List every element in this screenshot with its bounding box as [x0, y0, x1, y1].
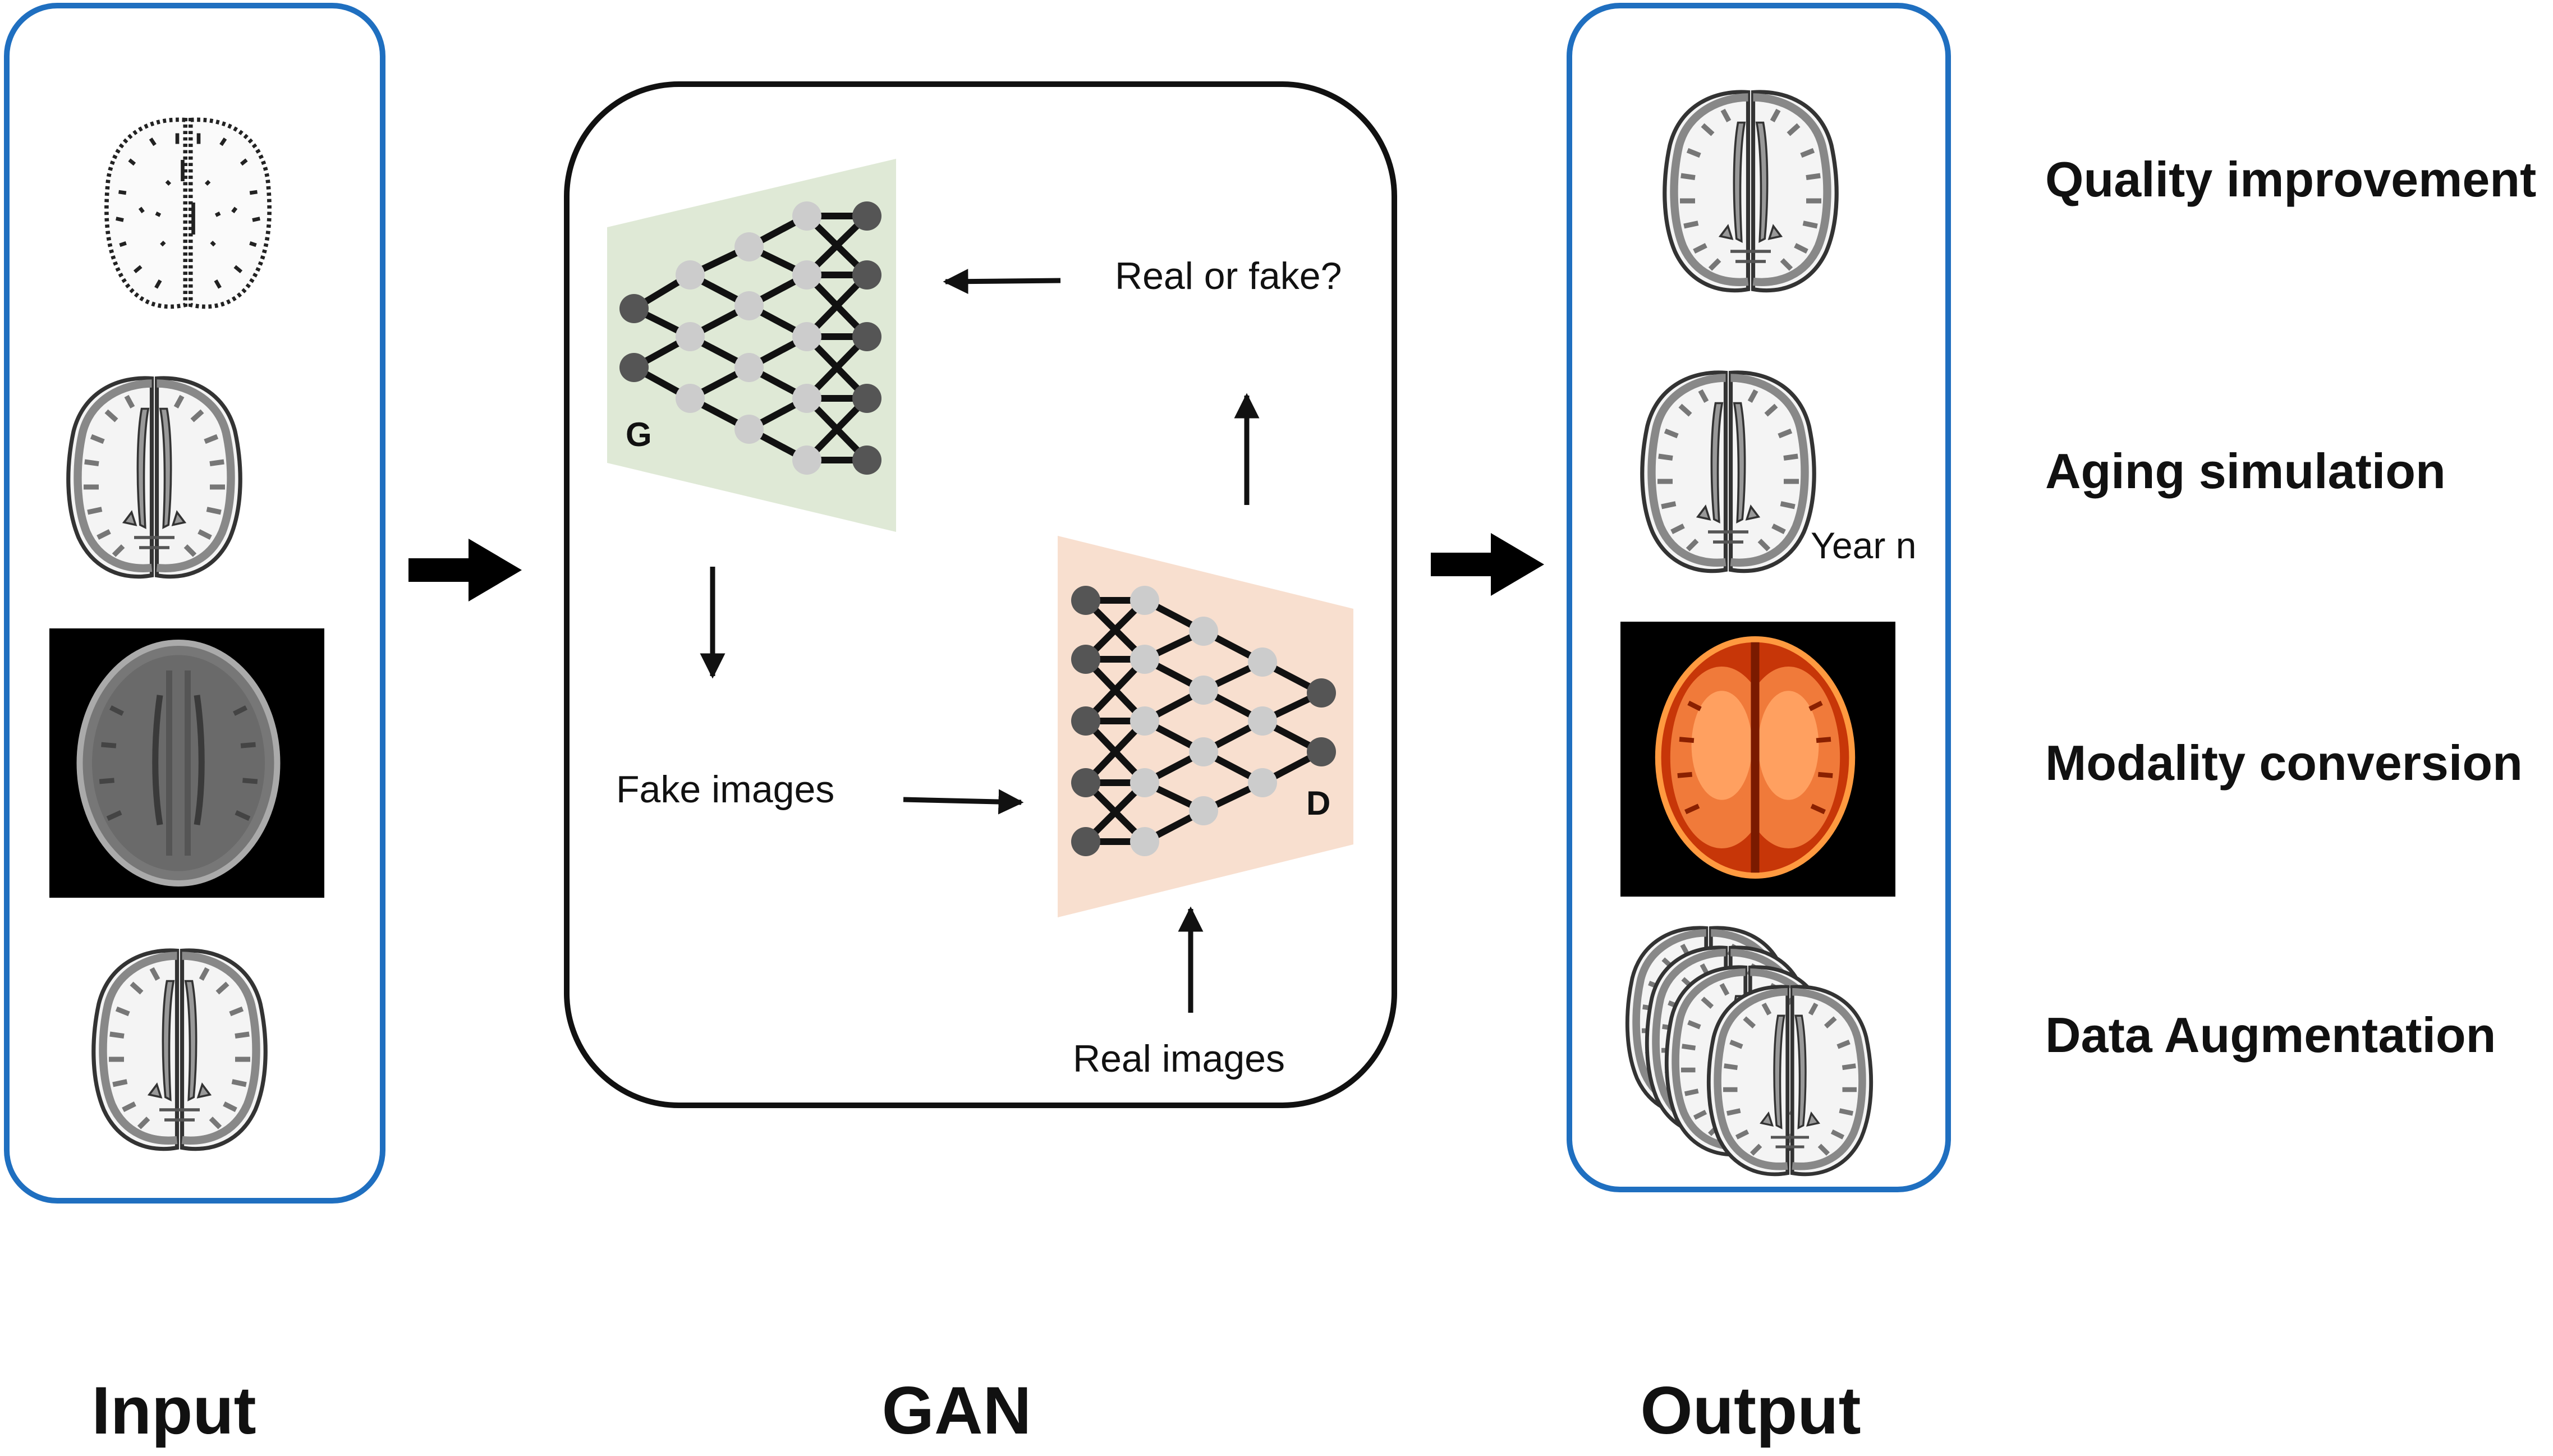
- discriminator-node: [1307, 678, 1336, 708]
- discriminator-node: [1248, 647, 1277, 677]
- generator-node: [852, 384, 881, 413]
- generator-node: [852, 260, 881, 290]
- year-label: Year n: [1811, 525, 1916, 566]
- application-modality: Modality conversion: [2045, 735, 2523, 791]
- fake-images-arrow: [903, 789, 1024, 815]
- application-aging: Aging simulation: [2045, 443, 2446, 499]
- discriminator-node: [1130, 706, 1159, 736]
- generator-node: [792, 445, 821, 475]
- generator-node: [734, 232, 764, 261]
- gan-caption: GAN: [882, 1373, 1032, 1448]
- generator-node: [619, 294, 649, 323]
- discriminator-node: [1071, 645, 1100, 674]
- input-brain-noisy: [107, 120, 269, 306]
- generator-node: [852, 445, 881, 475]
- discriminator-node: [1071, 706, 1100, 736]
- discriminator-node: [1130, 768, 1159, 797]
- real-or-fake-label: Real or fake?: [1115, 255, 1342, 297]
- real-images-label: Real images: [1073, 1037, 1285, 1080]
- generator-node: [792, 260, 821, 290]
- discriminator-node: [1130, 586, 1159, 615]
- generator-network: G: [607, 159, 896, 532]
- generator-node: [734, 291, 764, 320]
- discriminator-node: [1189, 737, 1218, 766]
- output-caption: Output: [1640, 1373, 1861, 1448]
- generator-node: [676, 322, 705, 351]
- discriminator-node: [1071, 586, 1100, 615]
- generator-node: [619, 353, 649, 382]
- discriminator-node: [1189, 676, 1218, 705]
- input-brain-outline-2: [94, 950, 265, 1149]
- output-brain-quality: [1665, 92, 1836, 291]
- discriminator-node: [1248, 768, 1277, 797]
- input-caption: Input: [91, 1373, 256, 1448]
- generator-node: [792, 322, 821, 351]
- generator-node: [792, 201, 821, 231]
- application-quality: Quality improvement: [2045, 151, 2536, 207]
- application-augmentation: Data Augmentation: [2045, 1007, 2496, 1063]
- fake-images-label: Fake images: [616, 768, 834, 811]
- discriminator-node: [1071, 827, 1100, 856]
- discriminator-network: D: [1058, 536, 1353, 917]
- generator-label: G: [626, 416, 652, 453]
- input-to-gan-arrow: [408, 539, 522, 601]
- output-brain-aging: [1642, 373, 1814, 571]
- generator-node: [852, 322, 881, 351]
- generator-node: [676, 260, 705, 290]
- output-panel-border: [1567, 3, 1951, 1192]
- output-brain-stack: [1627, 928, 1871, 1174]
- gan-to-output-arrow: [1431, 533, 1544, 596]
- input-brain-outline: [68, 378, 240, 577]
- discriminator-node: [1071, 768, 1100, 797]
- feedback-arrow: [943, 269, 1061, 295]
- generator-node: [734, 415, 764, 444]
- discriminator-node: [1130, 827, 1159, 856]
- discriminator-label: D: [1306, 784, 1330, 822]
- output-brain-modality: [1658, 639, 1852, 875]
- generator-node: [792, 384, 821, 413]
- generator-node: [676, 384, 705, 413]
- input-panel-border: [4, 3, 385, 1204]
- discriminator-node: [1189, 796, 1218, 825]
- discriminator-node: [1307, 737, 1336, 766]
- discriminator-node: [1189, 617, 1218, 646]
- discriminator-node: [1248, 706, 1277, 736]
- discriminator-node: [1130, 645, 1159, 674]
- input-brain-mri: [80, 643, 277, 884]
- generator-node: [852, 201, 881, 231]
- gan-panel-border: [564, 81, 1397, 1108]
- generator-node: [734, 353, 764, 382]
